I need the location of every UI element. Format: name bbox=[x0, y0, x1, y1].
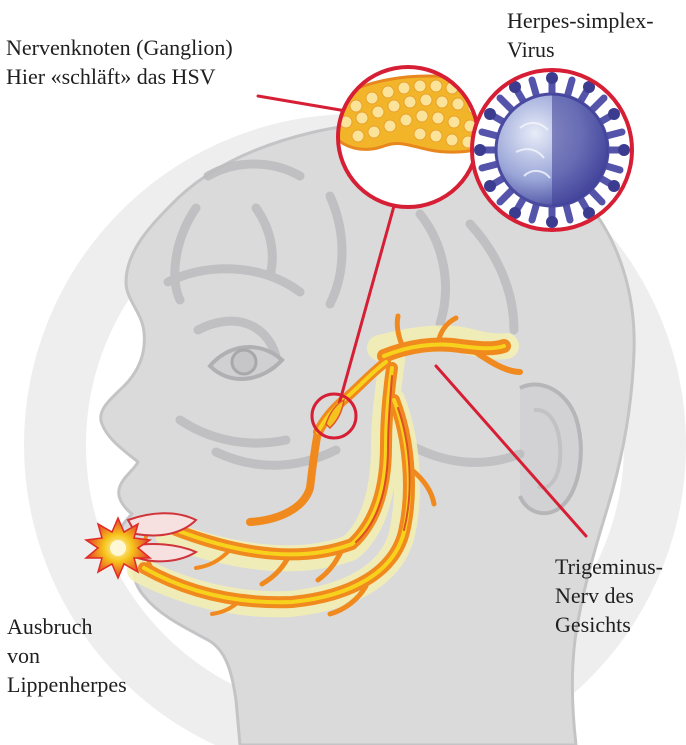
ganglion-label: Nervenknoten (Ganglion) Hier «schläft» d… bbox=[6, 33, 233, 91]
trigeminus-label-line2: Nerv des bbox=[555, 581, 663, 610]
virus-label-line2: Virus bbox=[507, 35, 654, 64]
ganglion-label-line1: Nervenknoten (Ganglion) bbox=[6, 33, 233, 62]
outbreak-label-line1: Ausbruch bbox=[7, 612, 127, 641]
outbreak-label: Ausbruch von Lippenherpes bbox=[7, 612, 127, 699]
ganglion-label-line2: Hier «schläft» das HSV bbox=[6, 62, 233, 91]
outbreak-label-line2: von bbox=[7, 641, 127, 670]
virus-label-line1: Herpes-simplex- bbox=[507, 6, 654, 35]
trigeminus-label: Trigeminus- Nerv des Gesichts bbox=[555, 552, 663, 639]
virus-inset bbox=[472, 70, 632, 230]
trigeminus-label-line1: Trigeminus- bbox=[555, 552, 663, 581]
virus-label: Herpes-simplex- Virus bbox=[507, 6, 654, 64]
outbreak-label-line3: Lippenherpes bbox=[7, 670, 127, 699]
trigeminus-label-line3: Gesichts bbox=[555, 610, 663, 639]
